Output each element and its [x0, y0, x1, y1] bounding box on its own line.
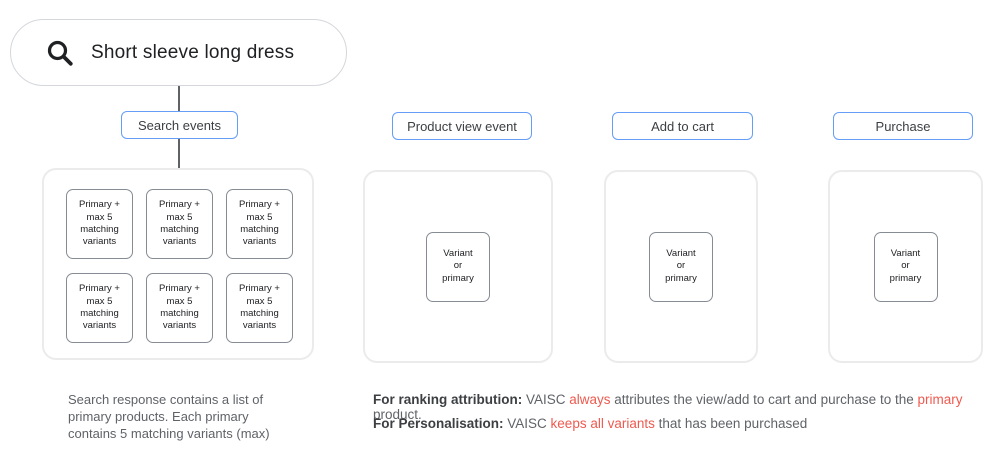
primary-product-box: Primary + max 5 matching variants [146, 189, 213, 259]
personalisation-label: For Personalisation: [373, 416, 504, 431]
purchase-label: Purchase [875, 118, 931, 134]
search-events-button[interactable]: Search events [121, 111, 238, 139]
search-input[interactable]: Short sleeve long dress [10, 19, 347, 86]
personalisation-note: For Personalisation: VAISC keeps all var… [373, 416, 808, 431]
variant-or-primary-box: Variant or primary [649, 231, 713, 302]
primary-product-box: Primary + max 5 matching variants [146, 273, 213, 343]
primary-product-box: Primary + max 5 matching variants [226, 273, 293, 343]
product-view-event-label: Product view event [407, 118, 517, 134]
add-to-cart-label: Add to cart [651, 118, 714, 134]
variant-or-primary-box: Variant or primary [426, 231, 490, 302]
highlighted-text: primary [917, 392, 963, 407]
product-view-event-button[interactable]: Product view event [392, 112, 532, 140]
primary-product-box: Primary + max 5 matching variants [66, 273, 133, 343]
primary-product-box: Primary + max 5 matching variants [226, 189, 293, 259]
highlighted-text: keeps all variants [550, 416, 655, 431]
search-query-text: Short sleeve long dress [91, 41, 295, 63]
purchase-container: Variant or primary [828, 170, 983, 363]
connector-line-top [178, 86, 180, 112]
variant-or-primary-box: Variant or primary [873, 231, 938, 302]
highlighted-text: always [569, 392, 611, 407]
purchase-button[interactable]: Purchase [833, 112, 973, 140]
search-events-container: Primary + max 5 matching variants Primar… [42, 168, 314, 360]
add-to-cart-button[interactable]: Add to cart [612, 112, 753, 140]
ranking-attribution-note: For ranking attribution: VAISC always at… [373, 392, 967, 422]
search-icon [47, 40, 73, 66]
search-response-note: Search response contains a list of prima… [68, 392, 270, 441]
ranking-attribution-label: For ranking attribution: [373, 392, 523, 407]
search-events-label: Search events [137, 117, 222, 133]
add-to-cart-container: Variant or primary [604, 170, 758, 363]
product-view-container: Variant or primary [363, 170, 553, 363]
primary-product-box: Primary + max 5 matching variants [66, 189, 133, 259]
connector-line-bottom [178, 139, 180, 169]
